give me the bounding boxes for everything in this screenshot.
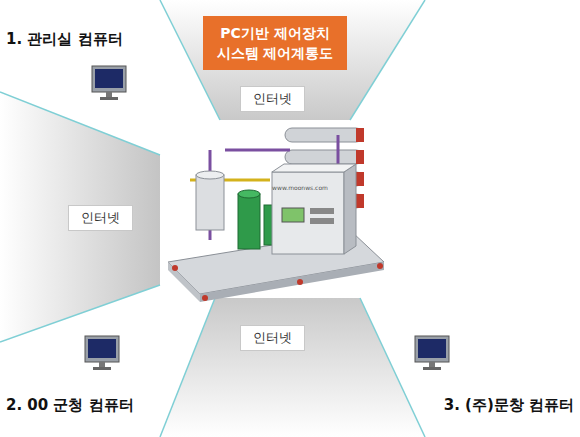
node-label: 인터넷 [81,209,120,227]
watermark: www.moonws.com [272,184,328,191]
computer-label: 3. (주)문창 컴퓨터 [444,396,574,415]
internet-box: 인터넷 [240,86,305,112]
title-text: PC기반 제어장치 시스템 제어계통도 [211,23,339,63]
computer-label: 2. 00 군청 컴퓨터 [6,396,134,415]
signal-beam [0,0,425,437]
monitor-icon [85,66,449,370]
node-label: 인터넷 [253,90,292,108]
internet-box: 인터넷 [240,325,305,351]
node-label: 인터넷 [253,329,292,347]
control-unit-machine [168,128,384,302]
title-box: PC기반 제어장치 시스템 제어계통도 [203,16,347,70]
internet-box: 인터넷 [68,205,133,231]
computer-label: 1. 관리실 컴퓨터 [6,30,123,49]
